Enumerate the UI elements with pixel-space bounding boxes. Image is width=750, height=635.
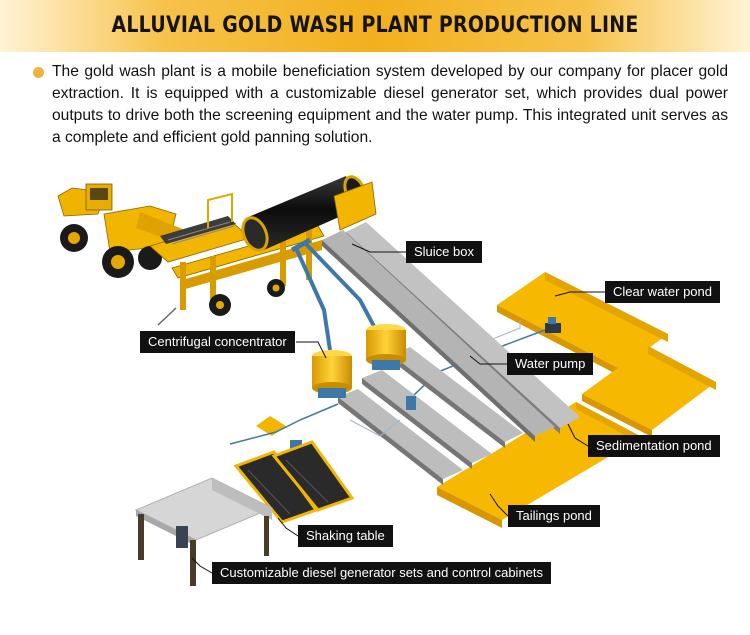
bullet-dot-icon — [33, 67, 44, 78]
title-banner — [0, 0, 750, 52]
label-shaking-table: Shaking table — [298, 525, 393, 547]
label-centrifugal-concentrator: Centrifugal concentrator — [140, 331, 295, 353]
production-line-diagram — [57, 175, 716, 586]
shaking-tables — [229, 396, 416, 524]
page-title: ALLUVIAL GOLD WASH PLANT PRODUCTION LINE — [111, 13, 639, 38]
label-water-pump: Water pump — [507, 353, 594, 375]
lower-sluice-channels — [338, 347, 523, 485]
feed-pipes — [290, 237, 378, 351]
description-text: The gold wash plant is a mobile benefici… — [52, 63, 728, 146]
generator-shed — [134, 477, 274, 586]
leader-lines — [191, 243, 605, 574]
tailings-pond — [437, 402, 642, 528]
centrifugal-concentrators — [312, 324, 406, 398]
label-sluice-box: Sluice box — [406, 241, 482, 263]
wheel-loader — [57, 183, 190, 278]
main-sluice-box — [322, 222, 580, 442]
sedimentation-pond — [582, 346, 716, 437]
trommel-drum — [241, 175, 377, 252]
label-sedimentation-pond: Sedimentation pond — [588, 435, 720, 457]
label-generator: Customizable diesel generator sets and c… — [212, 562, 552, 584]
label-tailings-pond: Tailings pond — [508, 505, 600, 527]
label-clear-water-pond: Clear water pond — [605, 281, 720, 303]
